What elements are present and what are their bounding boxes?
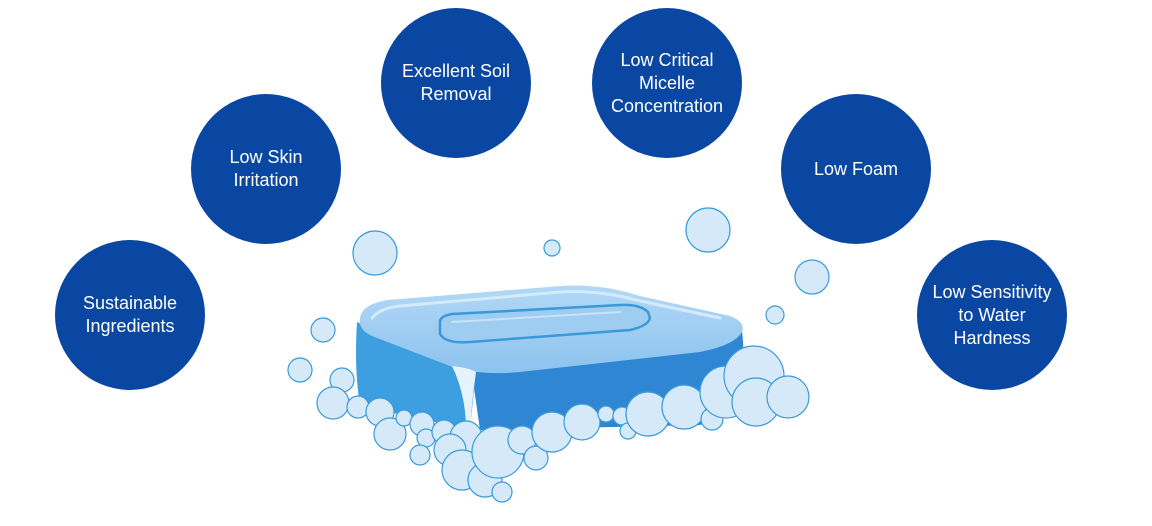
benefit-excellent-soil-removal: Excellent Soil Removal xyxy=(381,8,531,158)
foam-bubbles xyxy=(316,345,810,503)
benefit-low-foam: Low Foam xyxy=(781,94,931,244)
benefit-label: Sustainable Ingredients xyxy=(82,293,178,336)
floating-bubbles xyxy=(287,207,830,383)
benefit-low-cmc: Low Critical Micelle Concentration xyxy=(592,8,742,158)
soap-bar-icon xyxy=(356,285,744,430)
benefit-low-skin-irritation: Low Skin Irritation xyxy=(191,94,341,244)
benefit-sustainable-ingredients: Sustainable Ingredients xyxy=(55,240,205,390)
benefit-label: Excellent Soil Removal xyxy=(401,61,511,104)
benefit-label: Low Sensitivity to Water Hardness xyxy=(932,281,1052,348)
benefit-low-water-hardness-sensitivity: Low Sensitivity to Water Hardness xyxy=(917,240,1067,390)
benefit-label: Low Critical Micelle Concentration xyxy=(610,49,724,116)
benefit-label: Low Skin Irritation xyxy=(229,147,303,190)
benefit-label: Low Foam xyxy=(813,158,899,179)
